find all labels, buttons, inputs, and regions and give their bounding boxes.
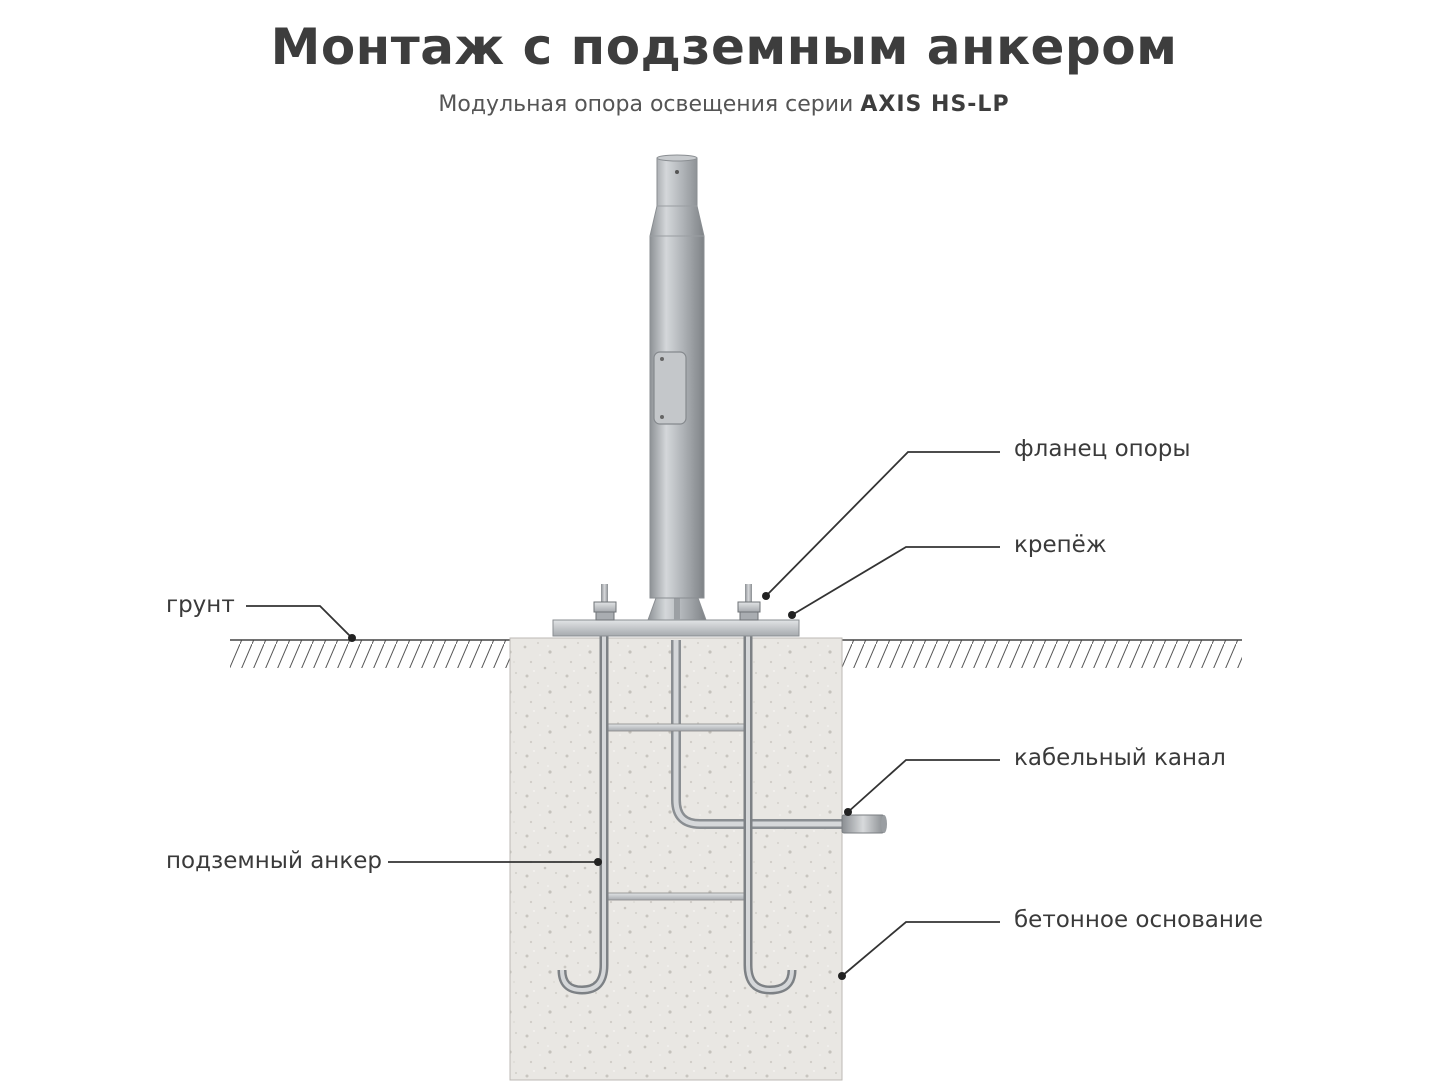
leader-cable-channel xyxy=(847,759,1000,813)
leader-ground xyxy=(246,605,353,639)
label-cable-channel: кабельный канал xyxy=(1014,745,1226,771)
pole-service-hatch xyxy=(653,351,687,425)
diagram-title: Монтаж с подземным анкером xyxy=(270,18,1178,76)
leader-pole-flange xyxy=(765,451,1000,597)
label-fastener: крепёж xyxy=(1014,532,1107,558)
diagram-subtitle: Модульная опора освещения серии AXIS HS-… xyxy=(0,92,1448,117)
label-pole-flange: фланец опоры xyxy=(1014,436,1191,462)
cable-channel xyxy=(671,640,887,834)
label-ground: грунт xyxy=(166,592,235,618)
leader-lines xyxy=(246,451,1000,977)
leader-concrete-base xyxy=(841,921,1000,977)
leader-fastener xyxy=(791,546,1000,616)
ground-surface xyxy=(230,639,1242,668)
label-underground-anchor: подземный анкер xyxy=(166,848,382,874)
fastener xyxy=(593,584,761,621)
pole-flange xyxy=(552,596,800,637)
underground-anchor xyxy=(557,616,797,995)
leader-dots xyxy=(348,592,852,980)
subtitle-prefix: Модульная опора освещения серии xyxy=(438,92,861,117)
label-concrete-base: бетонное основание xyxy=(1014,907,1264,933)
lighting-pole xyxy=(649,154,705,599)
subtitle-product: AXIS HS-LP xyxy=(860,92,1010,117)
